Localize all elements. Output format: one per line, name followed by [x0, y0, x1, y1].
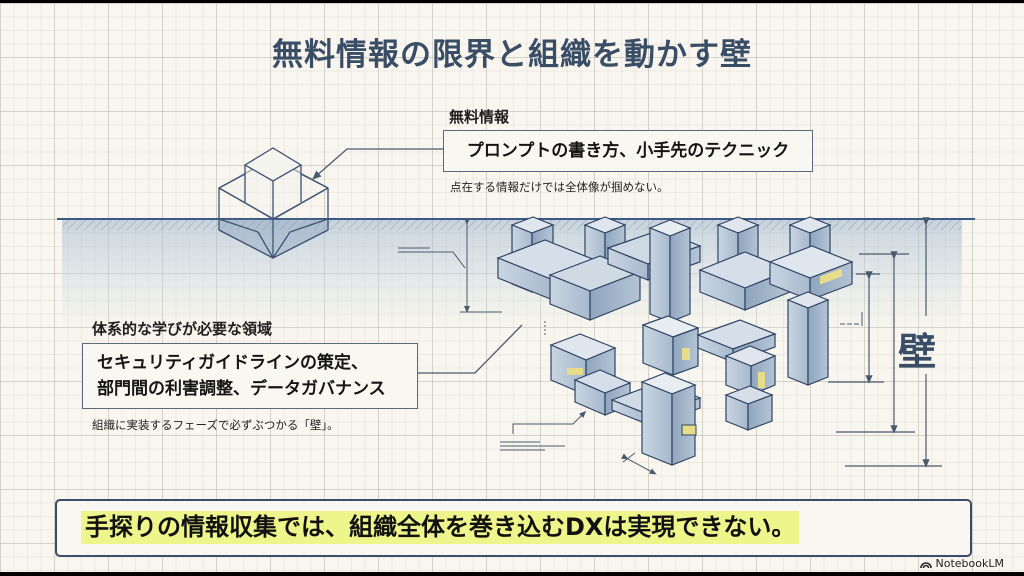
- connector-free-info: [312, 148, 443, 180]
- free-info-box: プロンプトの書き方、小手先のテクニック: [443, 130, 813, 172]
- underwater-structure: [496, 216, 854, 466]
- brand-label: NotebookLM: [935, 557, 1004, 570]
- systematic-box-line-1: セキュリティガイドラインの策定、: [97, 353, 368, 373]
- systematic-box-line-2: 部門間の利害調整、データガバナンス: [97, 379, 386, 399]
- slide-title: 無料情報の限界と組織を動かす壁: [272, 37, 752, 73]
- conclusion-banner: 手探りの情報収集では、組織全体を巻き込むDXは実現できない。: [55, 499, 972, 557]
- systematic-heading: 体系的な学びが必要な領域: [92, 320, 273, 338]
- wall-label: 壁: [898, 330, 937, 374]
- systematic-box: セキュリティガイドラインの策定、 部門間の利害調整、データガバナンス: [82, 343, 418, 409]
- annotation-scribbles: [500, 312, 863, 475]
- wall-dimensions: [828, 217, 942, 468]
- free-info-note: 点在する情報だけでは全体像が掴めない。: [450, 180, 669, 194]
- brand-badge: NotebookLM: [919, 557, 1004, 570]
- connector-systematic: [418, 324, 523, 374]
- conclusion-text: 手探りの情報収集では、組織全体を巻き込むDXは実現できない。: [81, 511, 800, 544]
- slide: 無料情報の限界と組織を動かす壁 無料情報 プロンプトの書き方、小手先のテクニック…: [0, 3, 1024, 572]
- notebooklm-icon: [919, 562, 932, 568]
- free-info-heading: 無料情報: [449, 108, 510, 126]
- depth-dimension: [398, 218, 502, 313]
- iceberg-illustration: [57, 147, 975, 475]
- small-iceberg: [217, 147, 330, 259]
- systematic-note: 組織に実装するフェーズで必ずぶつかる「壁」。: [92, 418, 339, 432]
